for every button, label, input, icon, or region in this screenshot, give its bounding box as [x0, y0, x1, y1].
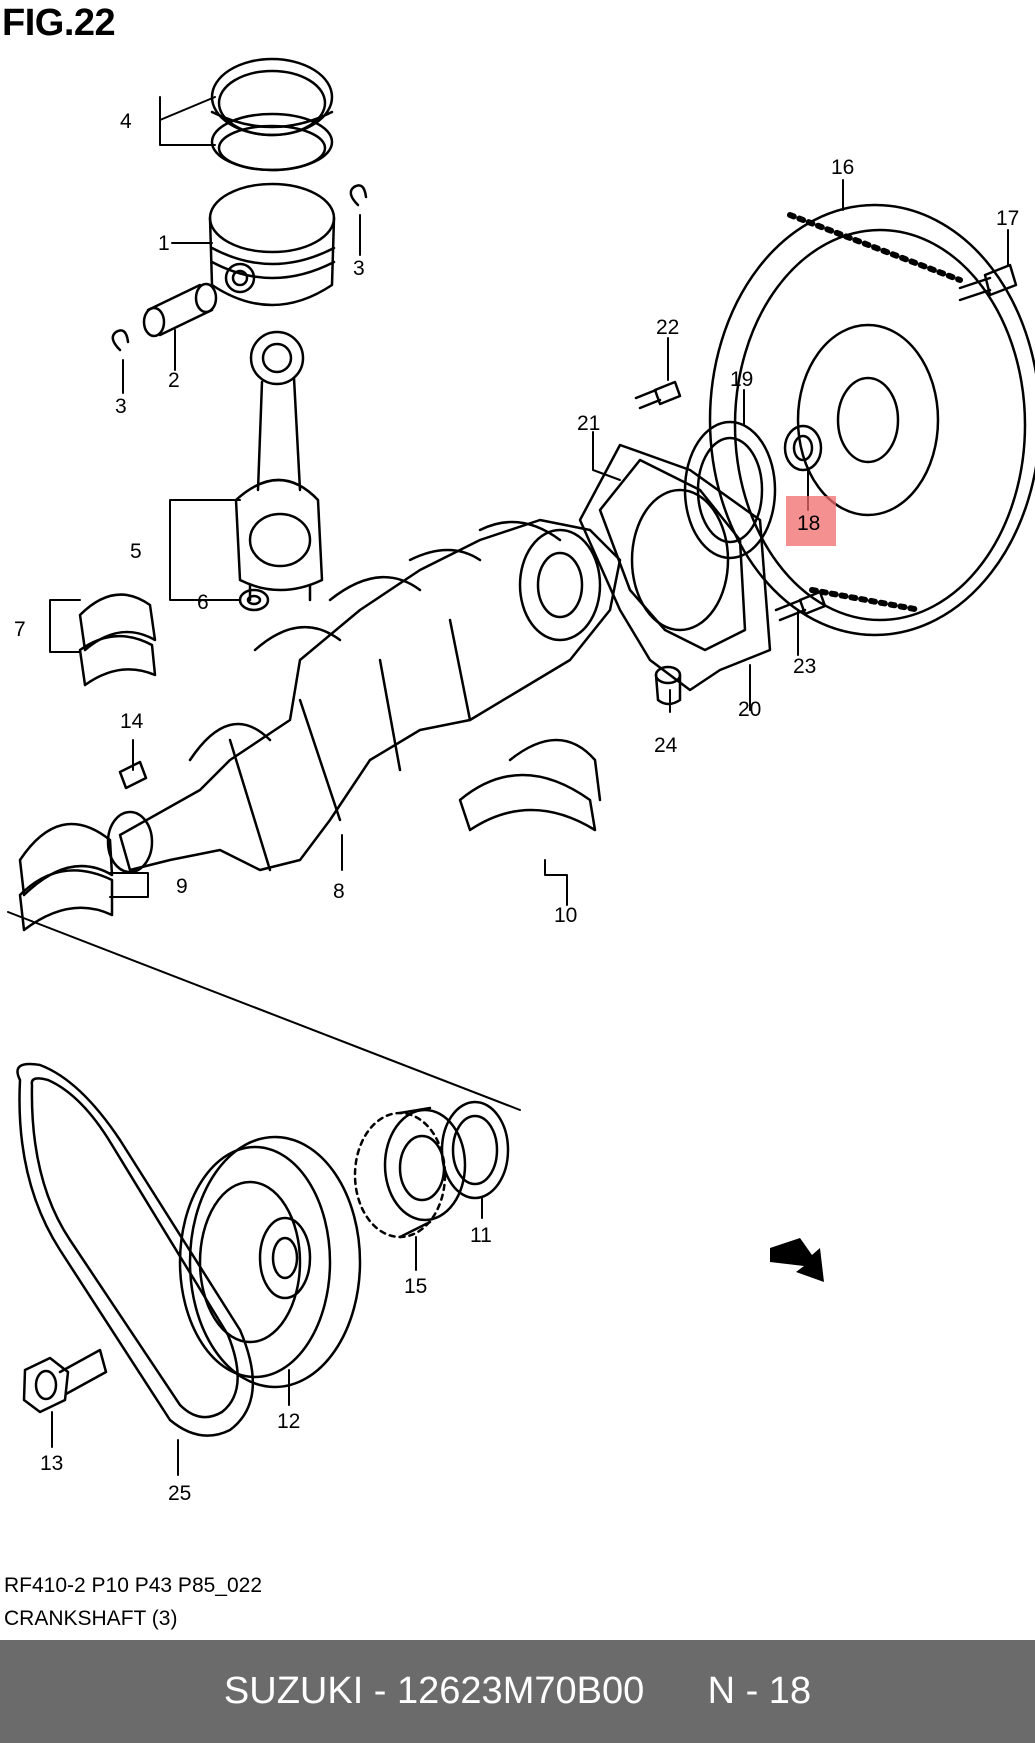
connecting-rod	[234, 330, 324, 602]
callout-6: 6	[197, 591, 209, 614]
rod-nut	[238, 588, 270, 612]
callout-10: 10	[554, 904, 577, 927]
callout-5: 5	[130, 540, 142, 563]
pilot-bearing	[783, 424, 823, 472]
callout-19: 19	[730, 368, 753, 391]
callout-3: 3	[353, 257, 365, 280]
callout-16: 16	[831, 156, 854, 179]
callout-14: 14	[120, 710, 144, 733]
footer-part-number: SUZUKI - 12623M70B00	[223, 1670, 645, 1712]
callout-24: 24	[654, 734, 678, 757]
front-oil-seal	[440, 1100, 510, 1200]
piston-pin	[142, 282, 218, 338]
main-bearing-front	[18, 822, 114, 932]
piston	[208, 182, 336, 307]
callout-20: 20	[738, 698, 761, 721]
callout-13: 13	[40, 1452, 63, 1475]
flywheel-bolt	[958, 263, 1018, 302]
pulley-bolt	[22, 1348, 108, 1414]
callout-15: 15	[404, 1275, 427, 1298]
callout-23: 23	[793, 655, 816, 678]
callout-11: 11	[470, 1224, 492, 1247]
piston-rings	[210, 57, 334, 172]
callout-8: 8	[333, 880, 345, 903]
callout-3: 3	[115, 395, 127, 418]
callout-2: 2	[168, 369, 180, 392]
callout-4: 4	[120, 110, 132, 133]
highlight-box	[786, 496, 836, 546]
callout-18: 18	[797, 512, 820, 535]
dowel-pin	[654, 665, 682, 706]
main-bearing-rear	[458, 738, 602, 832]
footer-bar: SUZUKI - 12623M70B00 N - 18	[0, 1640, 1035, 1743]
callout-22: 22	[656, 316, 679, 339]
crankshaft	[106, 518, 622, 874]
circlip-left	[111, 329, 130, 352]
footer-ref: N - 18	[707, 1670, 812, 1712]
rear-oil-seal	[683, 420, 777, 560]
housing-bolt-upper	[634, 380, 682, 410]
callout-25: 25	[168, 1482, 191, 1505]
flywheel	[708, 203, 1035, 637]
callout-7: 7	[14, 618, 26, 641]
circlip-right	[349, 184, 368, 207]
figure-name: CRANKSHAFT (3)	[4, 1607, 178, 1630]
crank-pulley	[178, 1135, 362, 1389]
housing-bolt-lower	[774, 590, 827, 622]
drive-belt	[16, 1062, 255, 1437]
callout-21: 21	[577, 412, 600, 435]
oil-seal-housing	[578, 443, 772, 692]
fwd-arrow-icon: FWD	[770, 1238, 824, 1282]
callout-17: 17	[996, 207, 1019, 230]
crankshaft-exploded-diagram: FWD 1 2 3 3 4 5 6 7 8 9 10 11 12 13 14 1…	[7, 57, 1035, 1505]
figure-title: FIG.22	[2, 2, 116, 44]
rod-bearing	[78, 593, 157, 687]
figure-code: RF410-2 P10 P43 P85_022	[4, 1574, 263, 1597]
callout-1: 1	[158, 232, 170, 255]
callout-9: 9	[176, 875, 188, 898]
timing-sprocket	[353, 1106, 467, 1239]
callout-12: 12	[277, 1410, 300, 1433]
footer-spacer	[644, 1670, 707, 1713]
